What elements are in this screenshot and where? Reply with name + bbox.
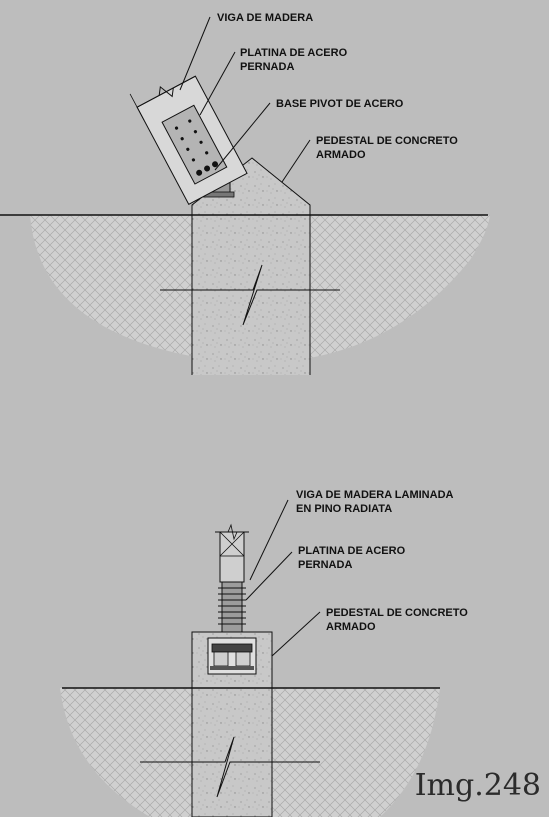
svg-text:PEDESTAL DE CONCRETO: PEDESTAL DE CONCRETO (326, 607, 468, 619)
laminated-beam (215, 523, 249, 583)
leader-laminated-beam (249, 499, 289, 581)
svg-text:EN PINO RADIATA: EN PINO RADIATA (296, 503, 392, 515)
label-pedestal-bottom-line1: PEDESTAL DE CONCRETO (326, 607, 468, 619)
label-plate-line2: PERNADA (240, 61, 294, 73)
svg-text:VIGA DE MADERA LAMINADA: VIGA DE MADERA LAMINADA (296, 489, 454, 501)
leader-pivot (214, 102, 271, 171)
leader-plate (199, 51, 236, 116)
pivot-base-bottom (207, 637, 257, 675)
break-line (160, 264, 340, 326)
steel-plate (161, 104, 228, 185)
leader-pedestal (281, 139, 311, 183)
top-detail: VIGA DE MADERA PLATINA DE ACERO PERNADA … (0, 12, 490, 375)
label-plate-bottom-line1: PLATINA DE ACERO (298, 545, 406, 557)
steel-plate-bottom (218, 581, 246, 633)
label-pedestal-bottom-line2: ARMADO (326, 621, 376, 633)
label-laminated-line2: EN PINO RADIATA (296, 503, 392, 515)
leader-beam (179, 16, 211, 91)
leader-pedestal-bottom (271, 611, 321, 657)
label-laminated-line1: VIGA DE MADERA LAMINADA (296, 489, 454, 501)
svg-text:PERNADA: PERNADA (240, 61, 294, 73)
svg-text:PLATINA DE ACERO: PLATINA DE ACERO (240, 47, 348, 59)
pedestal-outline (191, 157, 311, 375)
label-plate-bottom-line2: PERNADA (298, 559, 352, 571)
timber-beam (129, 75, 248, 205)
break-line-bottom (140, 736, 320, 798)
svg-text:PERNADA: PERNADA (298, 559, 352, 571)
label-pedestal-line2: ARMADO (316, 149, 366, 161)
svg-text:BASE PIVOT DE ACERO: BASE PIVOT DE ACERO (276, 98, 404, 110)
image-reference: Img.248 (414, 768, 541, 803)
svg-text:VIGA DE MADERA: VIGA DE MADERA (217, 12, 313, 24)
svg-text:ARMADO: ARMADO (316, 149, 366, 161)
label-pivot: BASE PIVOT DE ACERO (276, 98, 404, 110)
leader-plate-bottom (245, 551, 293, 601)
label-beam: VIGA DE MADERA (217, 12, 313, 24)
concrete-pedestal (192, 158, 310, 375)
label-plate-line1: PLATINA DE ACERO (240, 47, 348, 59)
label-pedestal-line1: PEDESTAL DE CONCRETO (316, 135, 458, 147)
bottom-detail: VIGA DE MADERA LAMINADA EN PINO RADIATA … (60, 489, 468, 817)
svg-text:PEDESTAL DE CONCRETO: PEDESTAL DE CONCRETO (316, 135, 458, 147)
svg-text:ARMADO: ARMADO (326, 621, 376, 633)
svg-text:PLATINA DE ACERO: PLATINA DE ACERO (298, 545, 406, 557)
